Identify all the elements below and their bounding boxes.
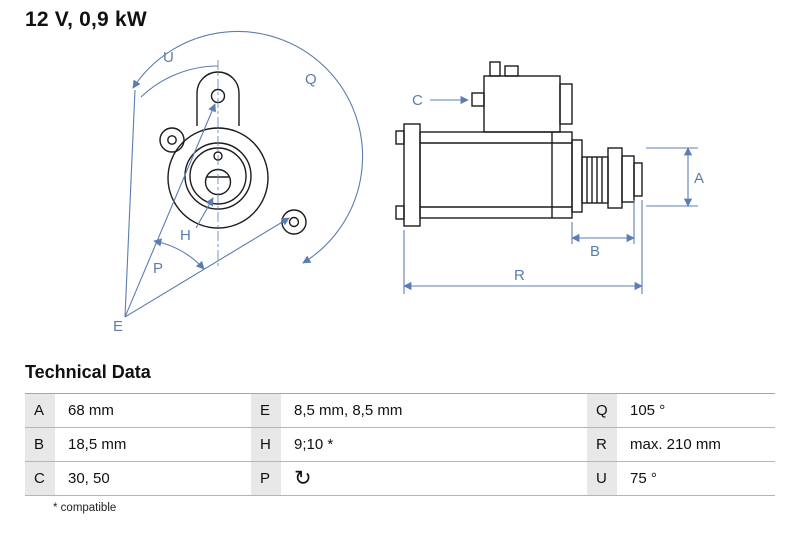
param-key-h: H [251,428,281,461]
page-title: 12 V, 0,9 kW [25,8,147,31]
dimension-arc-u [140,65,219,98]
dimension-label-e: E [113,318,123,335]
leader-line-e-top-hole [124,103,216,318]
param-key-r: R [587,428,617,461]
side-view-labels: C A B R [412,92,704,284]
ear-lower-right [281,209,307,235]
dimension-label-b: B [590,243,600,260]
param-key-p: P [251,462,281,495]
ear-upper-left [159,127,185,153]
param-key-e: E [251,394,281,427]
param-value-a: 68 mm [55,394,251,427]
dimension-label-q: Q [305,71,317,88]
side-view-outline [395,61,643,227]
param-key-q: Q [587,394,617,427]
technical-data-section: Technical Data A 68 mm E 8,5 mm, 8,5 mm … [25,362,775,514]
terminal-connector [471,92,485,107]
param-key-u: U [587,462,617,495]
param-key-a: A [25,394,55,427]
dimension-label-c: C [412,92,423,109]
table-row: A 68 mm E 8,5 mm, 8,5 mm Q 105 ° [25,394,775,428]
front-view-labels: U Q H P E [113,49,317,335]
construction-line [124,89,136,318]
param-value-h: 9;10 * [281,428,587,461]
solenoid-end-cap [559,83,573,125]
side-view-dimensions [403,95,698,294]
front-view-dimensions [124,31,364,318]
param-value-e: 8,5 mm, 8,5 mm [281,394,587,427]
param-key-b: B [25,428,55,461]
terminal-stud-1 [489,61,501,77]
footnote: * compatible [53,502,117,514]
param-value-q: 105 ° [617,394,775,427]
flange-plate [403,123,421,227]
param-key-c: C [25,462,55,495]
rotation-direction-icon: ↻ [294,467,312,490]
technical-data-heading: Technical Data [25,362,151,382]
drive-end-step [571,139,583,213]
ear-hole-upper-left [167,135,177,145]
spline-section [581,156,609,204]
pinion [621,155,635,203]
shaft-end [633,162,643,197]
table-row: B 18,5 mm H 9;10 * R max. 210 mm [25,428,775,462]
ear-hole-lower-right [288,216,300,228]
param-value-u: 75 ° [617,462,775,495]
param-value-c: 30, 50 [55,462,251,495]
leader-line-h [195,197,214,229]
technical-data-table: A 68 mm E 8,5 mm, 8,5 mm Q 105 ° B 18,5 … [25,393,775,496]
dimension-label-h: H [180,227,191,244]
dimension-label-u: U [163,49,174,66]
solenoid [483,75,561,133]
flange-tab-top [395,130,405,145]
param-value-p: ↻ [281,462,587,495]
dimension-arc-q [132,31,364,264]
dimension-label-p: P [153,260,163,277]
pinion-housing [607,147,623,209]
dimension-label-a: A [694,170,704,187]
dimension-label-r: R [514,267,525,284]
table-row: C 30, 50 P ↻ U 75 ° [25,462,775,496]
terminal-stud-2 [504,65,519,77]
param-value-r: max. 210 mm [617,428,775,461]
param-value-b: 18,5 mm [55,428,251,461]
product-drawing: U Q H P E [113,31,704,335]
front-view-outline [159,71,307,235]
motor-body [419,131,573,219]
flange-tab-bottom [395,205,405,220]
leader-line-e-bottom-hole [124,217,290,318]
dimension-arc-p [153,238,205,270]
